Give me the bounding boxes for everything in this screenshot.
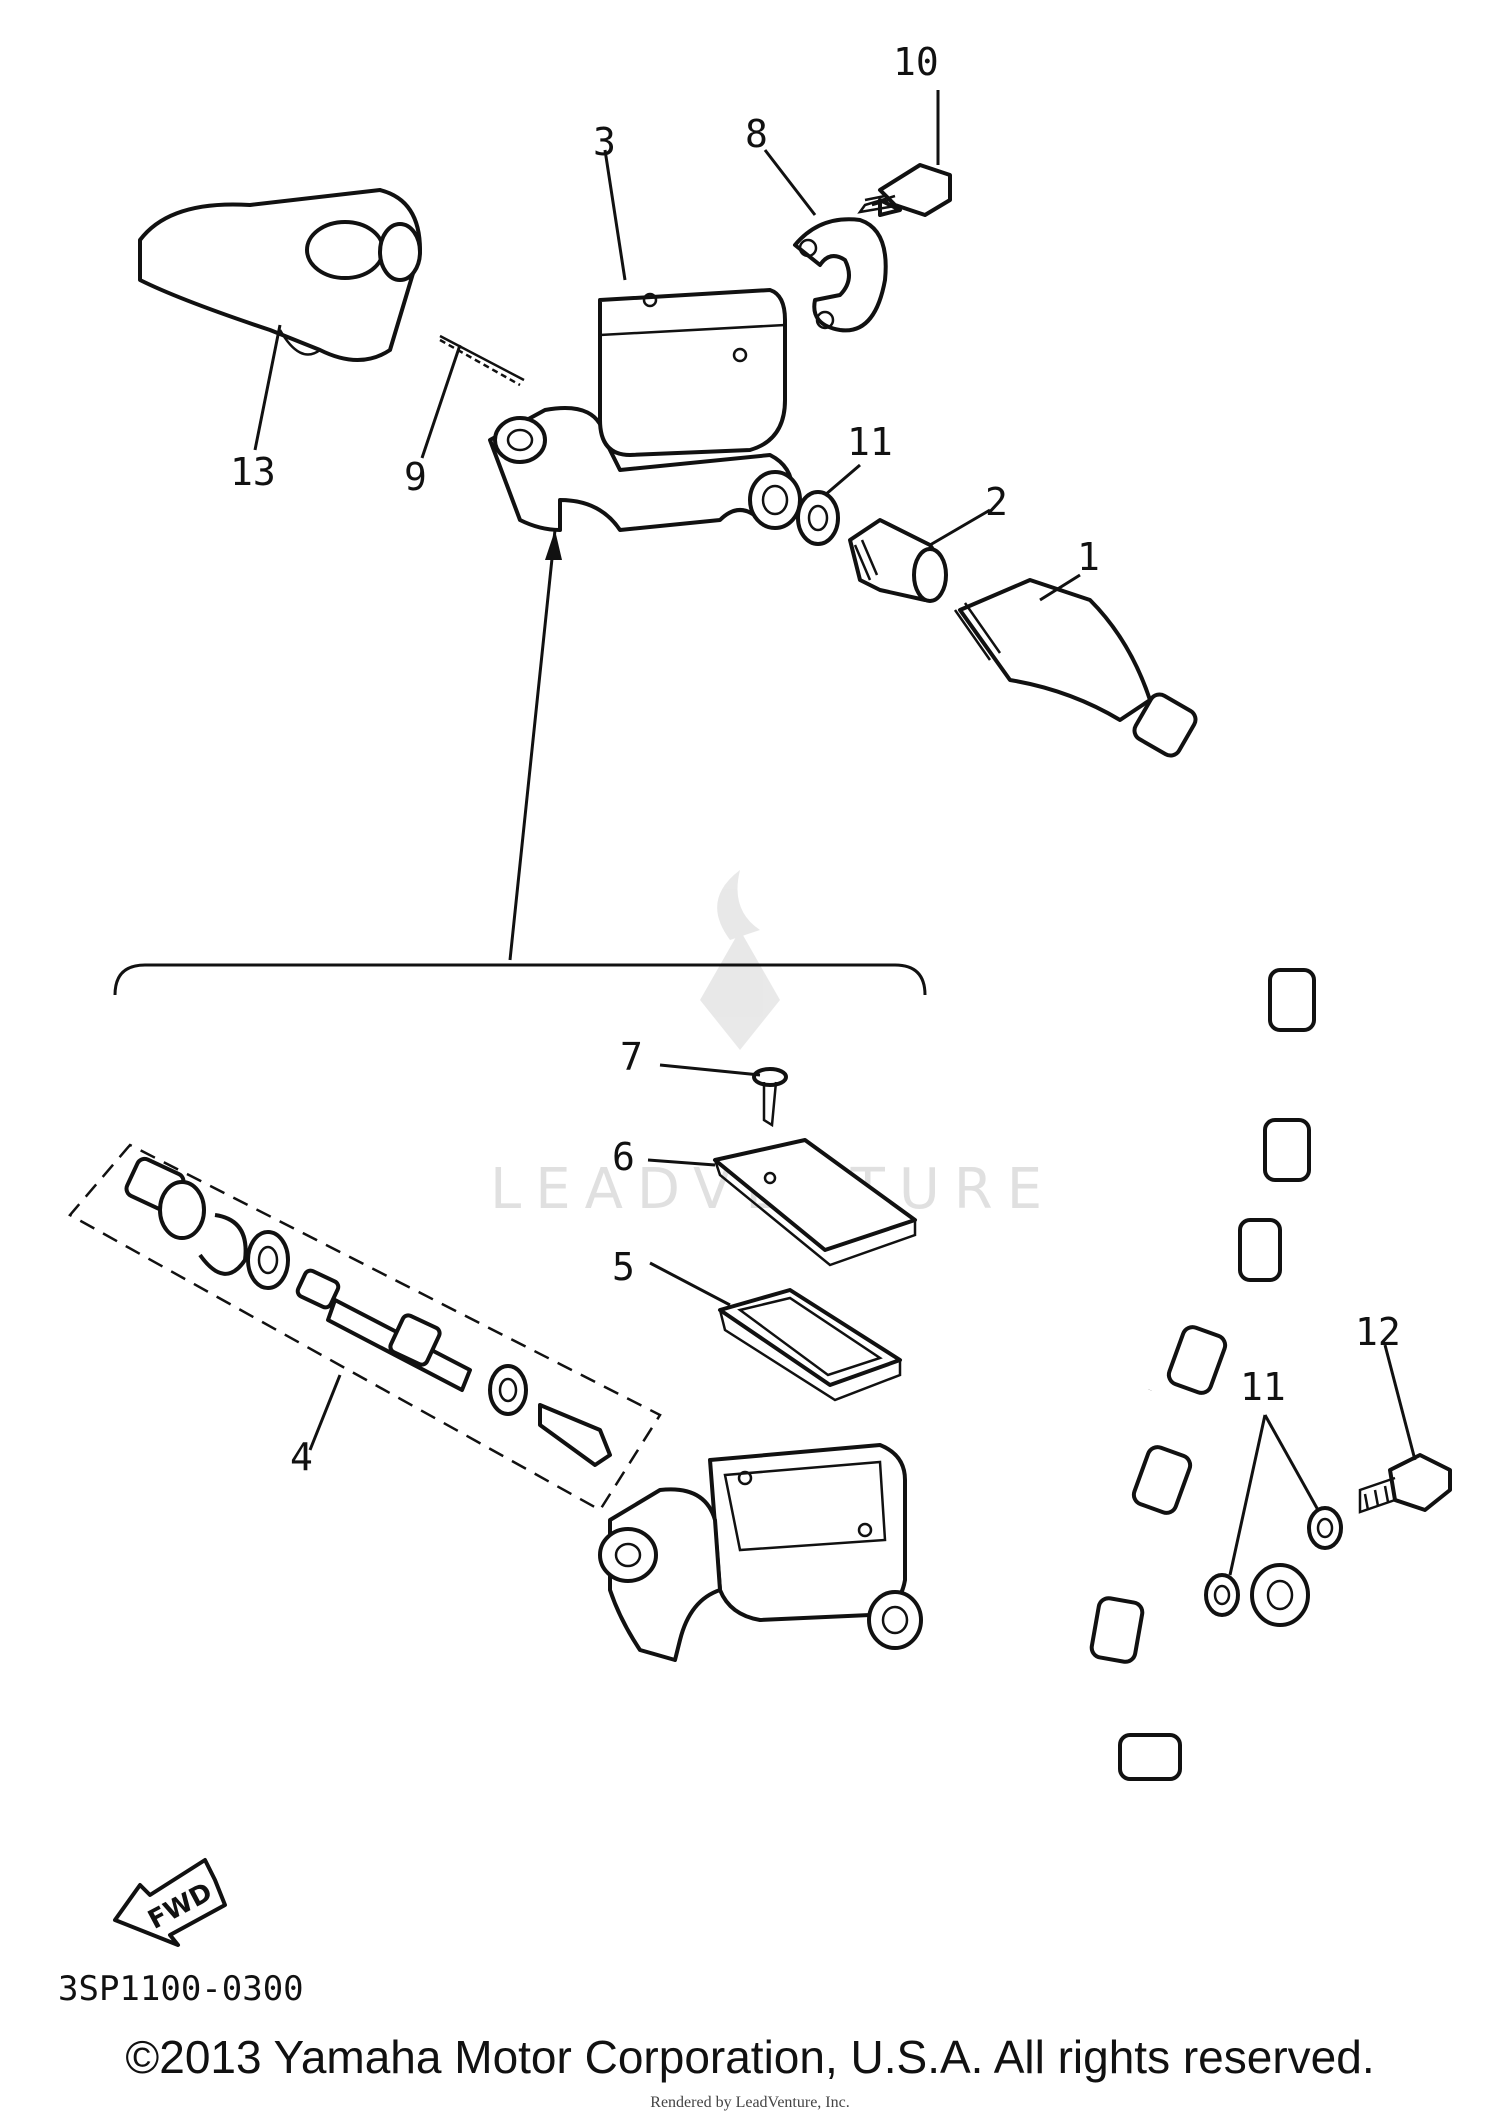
part-10-bolt[interactable] xyxy=(857,163,952,217)
part-2-union-bolt[interactable] xyxy=(848,518,948,603)
callout-4: 4 xyxy=(290,1435,313,1479)
callout-2: 2 xyxy=(985,480,1008,524)
callout-6: 6 xyxy=(612,1135,635,1179)
part-11-washer-top[interactable] xyxy=(796,490,840,546)
callout-11-top: 11 xyxy=(847,420,893,464)
master-cylinder-exploded[interactable] xyxy=(598,1443,923,1662)
part-13-lever-cover[interactable] xyxy=(138,188,422,362)
callout-8: 8 xyxy=(745,112,768,156)
part-6-cap[interactable] xyxy=(713,1138,917,1267)
copyright-notice: ©2013 Yamaha Motor Corporation, U.S.A. A… xyxy=(125,2031,1375,2083)
exploded-view-arrow xyxy=(113,529,927,996)
part-4-piston-kit[interactable] xyxy=(68,1143,662,1512)
part-3-master-cylinder[interactable] xyxy=(488,288,802,532)
callout-labels: 1 2 3 4 5 6 7 8 9 10 11 11 12 13 xyxy=(230,40,1401,1479)
callout-5: 5 xyxy=(612,1245,635,1289)
render-credit: Rendered by LeadVenture, Inc. xyxy=(650,2094,850,2111)
callout-9: 9 xyxy=(404,455,427,499)
part-1-hose[interactable] xyxy=(953,578,1316,1781)
callout-3: 3 xyxy=(593,120,616,164)
callout-10: 10 xyxy=(893,40,939,84)
fwd-arrow: FWD xyxy=(113,1858,227,1947)
callout-11-bottom: 11 xyxy=(1240,1365,1286,1409)
callout-1: 1 xyxy=(1077,535,1100,579)
callout-7: 7 xyxy=(620,1035,643,1079)
part-8-holder[interactable] xyxy=(793,217,888,333)
part-9-pin[interactable] xyxy=(439,334,525,387)
part-12-union-bolt[interactable] xyxy=(1358,1453,1452,1514)
part-7-screw[interactable] xyxy=(752,1067,788,1128)
callout-13: 13 xyxy=(230,450,276,494)
diagram-code: 3SP1100-0300 xyxy=(58,1969,304,2009)
part-11-washers-bottom[interactable] xyxy=(1204,1506,1343,1617)
callout-12: 12 xyxy=(1355,1310,1401,1354)
leader-lines xyxy=(253,90,1417,1576)
part-5-diaphragm[interactable] xyxy=(718,1288,902,1402)
